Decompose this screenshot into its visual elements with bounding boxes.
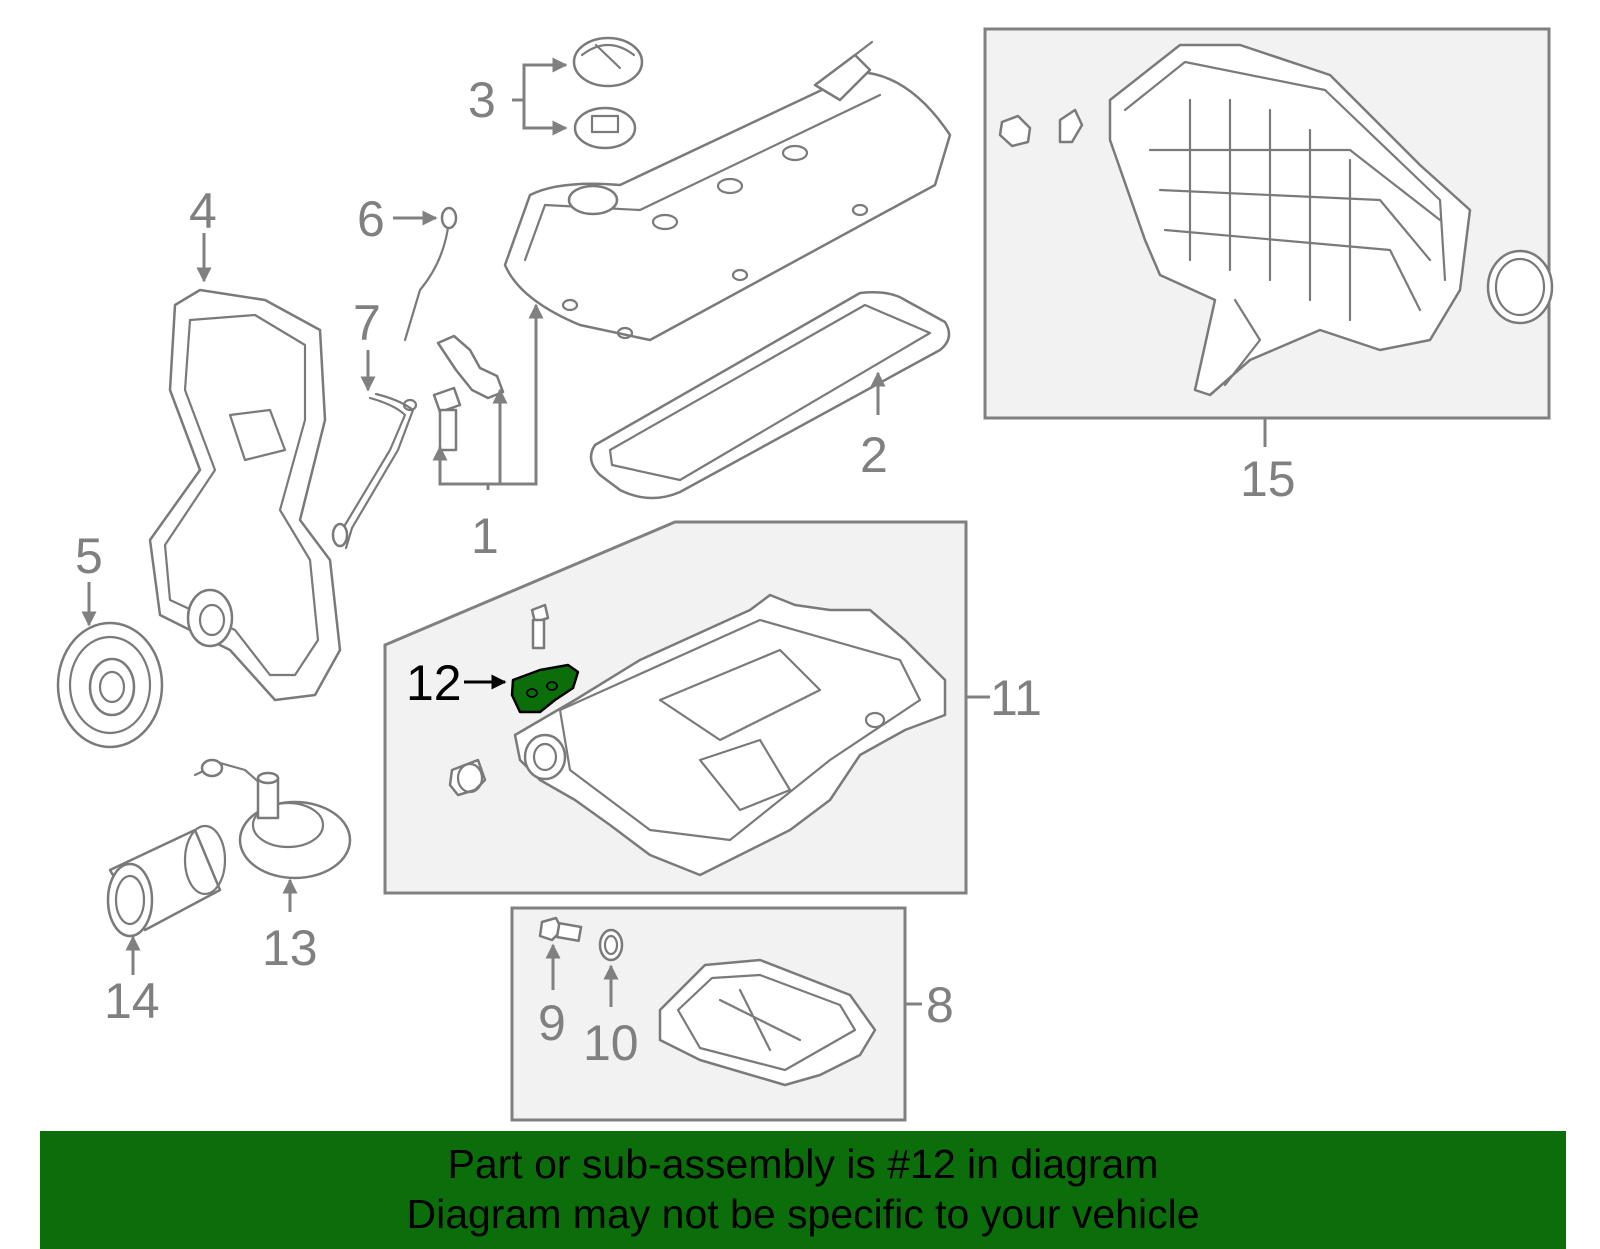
- lower-oil-pan-part: [658, 958, 877, 1087]
- callout-2: 2: [860, 427, 888, 483]
- callout-12: 12: [406, 655, 462, 711]
- callout-14: 14: [104, 973, 160, 1029]
- callout-8: 8: [926, 977, 954, 1033]
- parts-diagram: 1 2 3 4 5 6 7 8 9 10 11 12 13 14 15: [56, 27, 1554, 1122]
- callout-6: 6: [357, 191, 385, 247]
- upper-oil-pan-part: [448, 593, 947, 877]
- oil-filler-cap-part: [572, 36, 644, 150]
- intake-manifold-part: [998, 43, 1554, 397]
- notice-line-disclaimer: Diagram may not be specific to your vehi…: [406, 1191, 1200, 1237]
- highlighted-part-12: [510, 663, 580, 714]
- valve-cover-gasket-part: [589, 291, 951, 500]
- dipstick-tube-part: [331, 392, 418, 550]
- callout-15: 15: [1240, 451, 1296, 507]
- crank-pulley-part: [56, 621, 164, 749]
- callout-1: 1: [471, 508, 499, 564]
- drain-washer-part: [598, 928, 624, 962]
- oil-filter-part: [106, 824, 227, 938]
- callout-4: 4: [189, 183, 217, 239]
- bolts-part: [432, 334, 505, 452]
- valve-cover-part: [503, 40, 952, 342]
- callout-11: 11: [990, 670, 1042, 726]
- dipstick-part: [403, 206, 458, 342]
- callout-3: 3: [468, 72, 496, 128]
- oil-strainer-part: [193, 758, 352, 880]
- drain-bolt-part: [538, 916, 583, 943]
- diagram-notice-banner: Part or sub-assembly is #12 in diagram D…: [40, 1131, 1566, 1249]
- callout-9: 9: [538, 995, 566, 1051]
- leader-lines: [81, 57, 1267, 1007]
- timing-cover-part: [148, 288, 342, 702]
- callout-13: 13: [262, 920, 318, 976]
- callout-7: 7: [353, 295, 381, 351]
- callout-10: 10: [583, 1015, 639, 1071]
- callout-5: 5: [75, 528, 103, 584]
- notice-line-part-number: Part or sub-assembly is #12 in diagram: [447, 1141, 1159, 1187]
